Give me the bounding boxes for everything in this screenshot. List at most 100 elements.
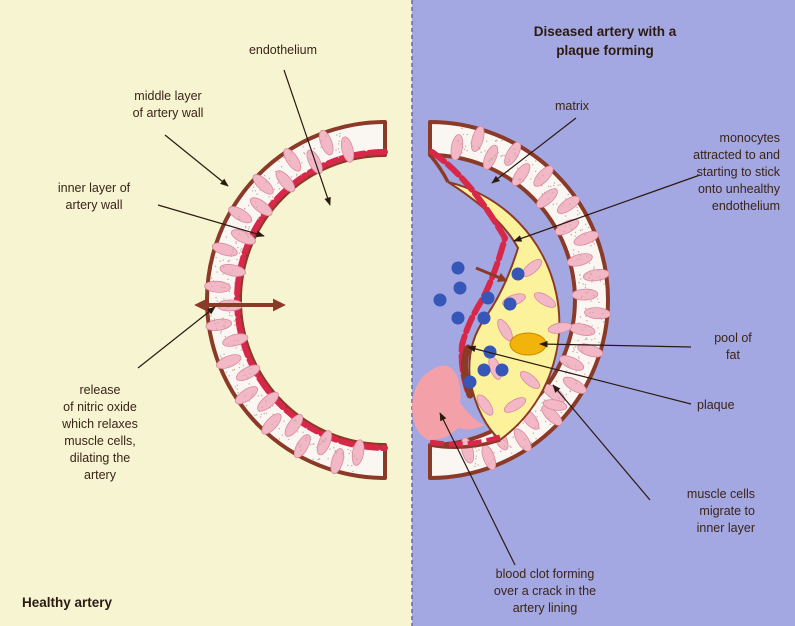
matrix-speckle <box>224 309 225 310</box>
matrix-speckle <box>262 407 263 408</box>
matrix-speckle <box>591 273 592 274</box>
matrix-speckle <box>575 370 576 371</box>
matrix-speckle <box>318 162 319 163</box>
matrix-speckle <box>234 324 235 325</box>
matrix-speckle <box>351 452 352 453</box>
matrix-speckle <box>597 327 598 328</box>
matrix-speckle <box>603 321 604 322</box>
matrix-speckle <box>558 185 559 186</box>
matrix-speckle <box>602 279 603 280</box>
matrix-speckle <box>564 226 565 227</box>
matrix-speckle <box>224 272 225 273</box>
matrix-speckle <box>297 431 298 432</box>
matrix-speckle <box>569 203 570 204</box>
matrix-speckle <box>235 276 236 277</box>
matrix-speckle <box>260 416 261 417</box>
matrix-speckle <box>259 411 260 412</box>
matrix-speckle <box>291 176 292 177</box>
matrix-speckle <box>249 401 250 402</box>
matrix-speckle <box>501 140 502 141</box>
matrix-speckle <box>230 323 231 324</box>
matrix-speckle <box>301 162 302 163</box>
matrix-speckle <box>586 255 587 256</box>
matrix-speckle <box>559 184 560 185</box>
matrix-speckle <box>288 439 289 440</box>
matrix-speckle <box>587 292 588 293</box>
matrix-speckle <box>227 326 228 327</box>
matrix-speckle <box>303 146 304 147</box>
matrix-speckle <box>585 339 586 340</box>
matrix-speckle <box>523 446 524 447</box>
matrix-speckle <box>347 465 348 466</box>
matrix-speckle <box>228 283 229 284</box>
matrix-speckle <box>535 438 536 439</box>
matrix-speckle <box>514 152 515 153</box>
matrix-speckle <box>575 365 576 366</box>
matrix-speckle <box>585 284 586 285</box>
matrix-speckle <box>351 465 352 466</box>
matrix-speckle <box>544 399 545 400</box>
matrix-speckle <box>274 189 275 190</box>
label-plaque: plaque <box>697 397 777 414</box>
matrix-speckle <box>585 293 586 294</box>
matrix-speckle <box>259 402 260 403</box>
matrix-speckle <box>213 280 214 281</box>
matrix-speckle <box>268 196 269 197</box>
matrix-speckle <box>226 372 227 373</box>
matrix-speckle <box>602 313 603 314</box>
matrix-speckle <box>271 424 272 425</box>
matrix-speckle <box>539 178 540 179</box>
matrix-speckle <box>241 248 242 249</box>
matrix-speckle <box>575 232 576 233</box>
matrix-speckle <box>310 437 311 438</box>
matrix-speckle <box>239 253 240 254</box>
healthy-artery-title: Healthy artery <box>22 594 222 611</box>
matrix-speckle <box>347 449 348 450</box>
matrix-speckle <box>591 333 592 334</box>
matrix-speckle <box>542 175 543 176</box>
matrix-speckle <box>563 231 564 232</box>
matrix-speckle <box>553 185 554 186</box>
matrix-speckle <box>559 397 560 398</box>
matrix-speckle <box>214 323 215 324</box>
matrix-speckle <box>352 446 353 447</box>
matrix-speckle <box>467 134 468 135</box>
matrix-speckle <box>344 141 345 142</box>
matrix-speckle <box>223 354 224 355</box>
matrix-speckle <box>577 210 578 211</box>
matrix-speckle <box>320 147 321 148</box>
matrix-speckle <box>329 448 330 449</box>
matrix-speckle <box>525 160 526 161</box>
monocyte <box>512 268 525 281</box>
matrix-speckle <box>577 259 578 260</box>
matrix-speckle <box>516 156 517 157</box>
matrix-speckle <box>252 393 253 394</box>
matrix-speckle <box>295 420 296 421</box>
matrix-speckle <box>489 160 490 161</box>
matrix-speckle <box>303 152 304 153</box>
matrix-speckle <box>279 428 280 429</box>
matrix-speckle <box>310 153 311 154</box>
matrix-speckle <box>536 419 537 420</box>
matrix-speckle <box>322 440 323 441</box>
matrix-speckle <box>265 400 266 401</box>
matrix-speckle <box>476 450 477 451</box>
matrix-speckle <box>578 356 579 357</box>
matrix-speckle <box>514 149 515 150</box>
matrix-speckle <box>220 332 221 333</box>
matrix-speckle <box>570 390 571 391</box>
matrix-speckle <box>480 152 481 153</box>
monocyte <box>454 282 467 295</box>
matrix-speckle <box>339 136 340 137</box>
matrix-speckle <box>519 179 520 180</box>
matrix-speckle <box>496 140 497 141</box>
matrix-speckle <box>290 153 291 154</box>
matrix-speckle <box>600 280 601 281</box>
matrix-speckle <box>550 186 551 187</box>
matrix-speckle <box>223 260 224 261</box>
matrix-speckle <box>222 287 223 288</box>
matrix-speckle <box>517 167 518 168</box>
matrix-speckle <box>275 421 276 422</box>
matrix-speckle <box>548 417 549 418</box>
matrix-speckle <box>317 459 318 460</box>
